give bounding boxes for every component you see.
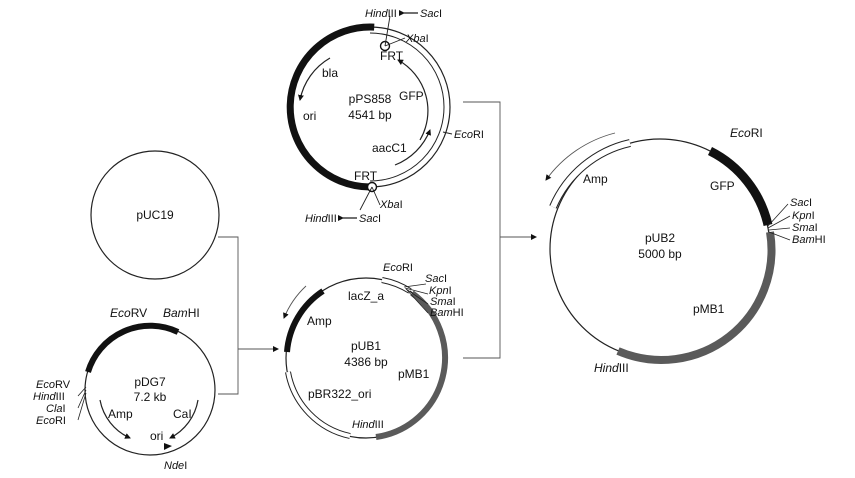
pub2-site-kpni: KpnI: [792, 210, 815, 222]
pdg7-amp-arrow: [99, 399, 131, 439]
pdg7-site-hindiii: HindIII: [33, 391, 65, 403]
pub2-gene-amp: Amp: [583, 172, 608, 186]
pps858-inner-track: [369, 32, 445, 182]
pps858-gene-ori: ori: [303, 109, 316, 123]
pdg7-site-ecorv-left: EcoRV: [36, 379, 71, 391]
pdg7-site-clai: ClaI: [46, 403, 66, 415]
pub2-gene-pmb1: pMB1: [693, 302, 725, 316]
pdg7-gene-cal: CaI: [173, 407, 192, 421]
pps858-site-xbai-bottom: XbaI: [379, 199, 403, 211]
pub1-amp-segment: [284, 288, 325, 353]
pps858-gene-bla: bla: [322, 66, 338, 80]
pub2-site-ecori: EcoRI: [730, 126, 763, 140]
pub1-site-kpni: KpnI: [429, 285, 452, 297]
pps858-site-hindiii-top: HindIII: [365, 8, 397, 20]
pps858-size: 4541 bp: [348, 108, 392, 122]
plasmid-pps858: pPS858 4541 bp bla ori GFP aacC1 FRT FRT…: [286, 8, 484, 225]
pdg7-gene-ori: ori: [150, 429, 163, 443]
plasmid-pdg7: pDG7 7.2 kb Amp CaI ori EcoRV BamHI EcoR…: [33, 306, 216, 472]
pdg7-site-ecori: EcoRI: [36, 415, 66, 427]
pub1-gene-lacz: lacZ_a: [348, 289, 384, 303]
pps858-frt-top-label: FRT: [380, 49, 404, 63]
pdg7-name: pDG7: [134, 375, 166, 389]
connector-left-bracket: [218, 236, 239, 395]
pdg7-ori-arrow: [164, 443, 172, 450]
pub2-site-saci: SacI: [790, 197, 812, 209]
pdg7-cal-arrow: [169, 399, 199, 439]
pub1-site-smai: SmaI: [430, 296, 456, 308]
puc19-name: pUC19: [136, 208, 174, 222]
pps858-gene-aacc1: aacC1: [372, 141, 407, 155]
pdg7-site-ecorv-top: EcoRV: [110, 306, 147, 320]
pub2-gfp-segment: [707, 146, 773, 227]
pub1-site-hindiii: HindIII: [352, 419, 384, 431]
pps858-site-saci-bottom: SacI: [359, 213, 381, 225]
pps858-bla-ori-segment: [286, 23, 375, 191]
connector-right-bracket: [463, 101, 501, 359]
pub1-site-ecori: EcoRI: [383, 262, 413, 274]
pub2-site-bamhi: BamHI: [792, 234, 826, 246]
pub1-gene-pbr322: pBR322_ori: [308, 387, 371, 401]
pub1-name: pUB1: [351, 339, 381, 353]
pps858-site-xbai-top: XbaI: [405, 33, 429, 45]
pub2-size: 5000 bp: [638, 247, 682, 261]
pub2-site-smai: SmaI: [792, 222, 818, 234]
pps858-site-ecori: EcoRI: [454, 129, 484, 141]
pub1-size: 4386 bp: [344, 355, 388, 369]
pub2-pmb1-segment: [616, 231, 776, 364]
plasmid-pub1: pUB1 4386 bp lacZ_a Amp pMB1 pBR322_ori …: [283, 262, 464, 440]
pdg7-size: 7.2 kb: [134, 390, 167, 404]
pub2-site-hindiii: HindIII: [594, 361, 629, 375]
pdg7-site-ndei: NdeI: [164, 460, 187, 472]
pps858-gene-gfp: GFP: [399, 89, 424, 103]
pub1-site-saci: SacI: [425, 273, 447, 285]
plasmid-pub2: pUB2 5000 bp Amp GFP pMB1 EcoRI SacI Kpn…: [545, 126, 826, 375]
pub1-gene-amp: Amp: [307, 314, 332, 328]
pub2-name: pUB2: [645, 231, 675, 245]
pub2-gene-gfp: GFP: [710, 179, 735, 193]
puc19-backbone: [90, 150, 220, 280]
pub1-gene-pmb1: pMB1: [398, 367, 430, 381]
pdg7-site-bamhi: BamHI: [163, 306, 200, 320]
pps858-site-hindiii-bottom: HindIII: [305, 213, 337, 225]
plasmid-puc19: pUC19: [90, 150, 220, 280]
pub1-pmb1-segment: [375, 290, 448, 440]
pps858-frt-bottom-label: FRT: [354, 169, 378, 183]
pps858-site-saci-top: SacI: [420, 8, 442, 20]
connectors: [218, 101, 537, 395]
pps858-gfp-arrow: [397, 59, 429, 141]
pdg7-black-segment: [85, 322, 180, 373]
pdg7-gene-amp: Amp: [108, 407, 133, 421]
pub1-site-bamhi: BamHI: [430, 307, 464, 319]
pps858-bla-arrow: [298, 57, 331, 101]
pps858-name: pPS858: [349, 92, 392, 106]
pps858-aacc1-arrow: [394, 129, 431, 166]
